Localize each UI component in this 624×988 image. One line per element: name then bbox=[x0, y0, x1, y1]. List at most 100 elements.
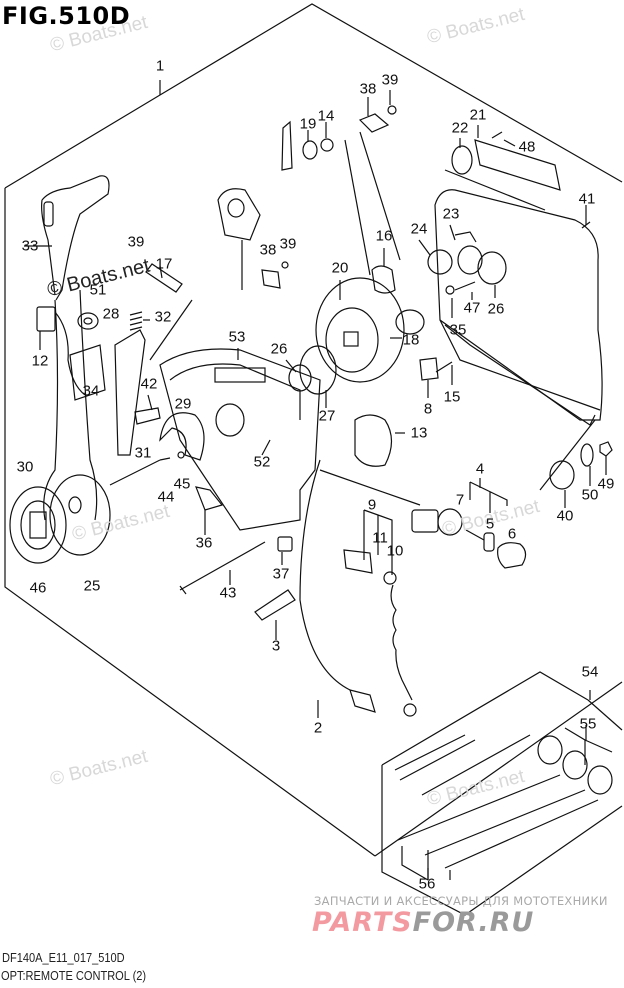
callout-26[interactable]: 26 bbox=[270, 340, 288, 358]
callout-4[interactable]: 4 bbox=[475, 460, 485, 478]
callout-22[interactable]: 22 bbox=[451, 119, 469, 137]
callout-25[interactable]: 25 bbox=[83, 577, 101, 595]
screw-47 bbox=[454, 281, 476, 291]
callout-42[interactable]: 42 bbox=[140, 375, 158, 393]
callout-7[interactable]: 7 bbox=[455, 491, 465, 509]
leader-26a bbox=[285, 359, 297, 373]
callout-39[interactable]: 39 bbox=[279, 235, 297, 253]
switch-8 bbox=[419, 357, 439, 381]
callout-16[interactable]: 16 bbox=[375, 227, 393, 245]
bracket-38 bbox=[358, 113, 390, 133]
callout-34[interactable]: 34 bbox=[82, 382, 100, 400]
plate-20-square bbox=[343, 331, 359, 347]
callout-35[interactable]: 35 bbox=[449, 321, 467, 339]
callout-40[interactable]: 40 bbox=[556, 507, 574, 525]
callout-19[interactable]: 19 bbox=[299, 115, 317, 133]
callout-27[interactable]: 27 bbox=[318, 407, 336, 425]
housing-bore bbox=[215, 403, 245, 437]
switch-wire bbox=[54, 311, 86, 396]
callout-5[interactable]: 5 bbox=[485, 515, 495, 533]
callout-26[interactable]: 26 bbox=[487, 300, 505, 318]
leader-22-ext bbox=[444, 169, 546, 211]
callout-8[interactable]: 8 bbox=[423, 400, 433, 418]
callout-12[interactable]: 12 bbox=[31, 352, 49, 370]
callout-15[interactable]: 15 bbox=[443, 388, 461, 406]
callout-32[interactable]: 32 bbox=[154, 308, 172, 326]
callout-28[interactable]: 28 bbox=[102, 305, 120, 323]
callout-46[interactable]: 46 bbox=[29, 579, 47, 597]
switch-12 bbox=[36, 306, 56, 332]
callout-56[interactable]: 56 bbox=[418, 875, 436, 893]
callout-24[interactable]: 24 bbox=[410, 220, 428, 238]
callout-3[interactable]: 3 bbox=[271, 637, 281, 655]
callout-37[interactable]: 37 bbox=[272, 565, 290, 583]
callout-18[interactable]: 18 bbox=[402, 331, 420, 349]
callout-11[interactable]: 11 bbox=[372, 529, 388, 547]
callout-9[interactable]: 9 bbox=[367, 496, 377, 514]
callout-38[interactable]: 38 bbox=[359, 80, 377, 98]
switch-wires bbox=[319, 469, 421, 506]
callout-10[interactable]: 10 bbox=[386, 542, 404, 560]
slider-28 bbox=[114, 329, 146, 456]
callout-20[interactable]: 20 bbox=[331, 259, 349, 277]
callout-52[interactable]: 52 bbox=[253, 453, 271, 471]
cap-6 bbox=[497, 542, 527, 569]
kit-frame-top bbox=[381, 671, 589, 766]
friction-plate-hole bbox=[227, 198, 245, 218]
callout-44[interactable]: 44 bbox=[157, 488, 175, 506]
leader-14-ext bbox=[344, 139, 371, 276]
callout-14[interactable]: 14 bbox=[317, 107, 335, 125]
callout-45[interactable]: 45 bbox=[173, 475, 191, 493]
callout-6[interactable]: 6 bbox=[507, 525, 517, 543]
leader-23 bbox=[449, 224, 456, 241]
callout-43[interactable]: 43 bbox=[219, 584, 237, 602]
callout-39[interactable]: 39 bbox=[381, 71, 399, 89]
spacer-55b bbox=[562, 750, 588, 780]
assembly-frame-1 bbox=[5, 8, 620, 860]
plate-3 bbox=[254, 589, 296, 621]
callout-47[interactable]: 47 bbox=[463, 299, 481, 317]
bracket-9 bbox=[363, 509, 393, 575]
spring-23 bbox=[454, 231, 477, 243]
callout-53[interactable]: 53 bbox=[228, 328, 246, 346]
key-head-5 bbox=[483, 532, 495, 552]
callout-39[interactable]: 39 bbox=[127, 233, 145, 251]
callout-55[interactable]: 55 bbox=[579, 715, 597, 733]
frame-left-edge bbox=[4, 188, 376, 857]
callout-17[interactable]: 17 bbox=[155, 255, 173, 273]
callout-33[interactable]: 33 bbox=[21, 237, 39, 255]
lever-arm bbox=[43, 289, 98, 521]
lanyard-clip-10 bbox=[383, 571, 397, 585]
figure-title: FIG.510D bbox=[2, 2, 131, 30]
callout-31[interactable]: 31 bbox=[134, 444, 152, 462]
callout-13[interactable]: 13 bbox=[410, 424, 428, 442]
hub-emblem-46 bbox=[20, 500, 56, 550]
callout-41[interactable]: 41 bbox=[578, 190, 596, 208]
washer-14 bbox=[320, 138, 334, 152]
switch-barrel bbox=[437, 508, 463, 536]
callout-21[interactable]: 21 bbox=[469, 106, 487, 124]
cover-edge bbox=[444, 324, 596, 426]
callout-30[interactable]: 30 bbox=[16, 458, 34, 476]
leader-24 bbox=[418, 239, 431, 256]
bracket-55 bbox=[564, 727, 613, 765]
callout-49[interactable]: 49 bbox=[597, 475, 615, 493]
callout-38[interactable]: 38 bbox=[259, 241, 277, 259]
callout-23[interactable]: 23 bbox=[442, 205, 460, 223]
callout-48[interactable]: 48 bbox=[518, 138, 536, 156]
callout-29[interactable]: 29 bbox=[174, 395, 192, 413]
callout-1[interactable]: 1 bbox=[155, 57, 165, 75]
screw-44 bbox=[159, 457, 171, 461]
screw-43-head bbox=[179, 585, 187, 595]
lanyard-coil bbox=[390, 584, 413, 701]
callout-51[interactable]: 51 bbox=[89, 281, 107, 299]
callout-50[interactable]: 50 bbox=[581, 486, 599, 504]
clip-36 bbox=[195, 486, 224, 511]
housing-panel-53 bbox=[169, 363, 301, 420]
callout-36[interactable]: 36 bbox=[195, 534, 213, 552]
callout-54[interactable]: 54 bbox=[581, 663, 599, 681]
kit-bolts-and-ties bbox=[394, 734, 599, 869]
callout-2[interactable]: 2 bbox=[313, 719, 323, 737]
leader-17-to-housing bbox=[149, 299, 193, 361]
